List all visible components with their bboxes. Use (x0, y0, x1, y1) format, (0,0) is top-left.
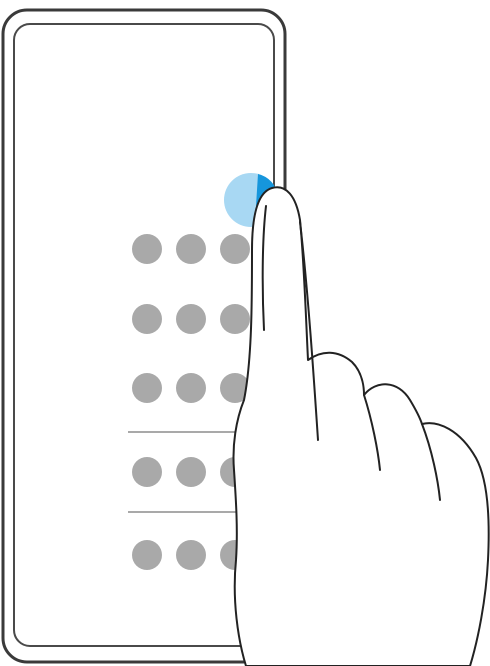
hand-icon (233, 187, 488, 666)
app-icon (132, 540, 162, 570)
app-icon (176, 373, 206, 403)
hand-outline (233, 187, 488, 666)
app-icon (176, 457, 206, 487)
app-icon (176, 540, 206, 570)
app-icon (132, 304, 162, 334)
app-icon (132, 457, 162, 487)
app-icon (220, 234, 250, 264)
app-icon (132, 234, 162, 264)
app-icon (176, 234, 206, 264)
app-icon (176, 304, 206, 334)
app-icon (132, 373, 162, 403)
app-icon (220, 304, 250, 334)
